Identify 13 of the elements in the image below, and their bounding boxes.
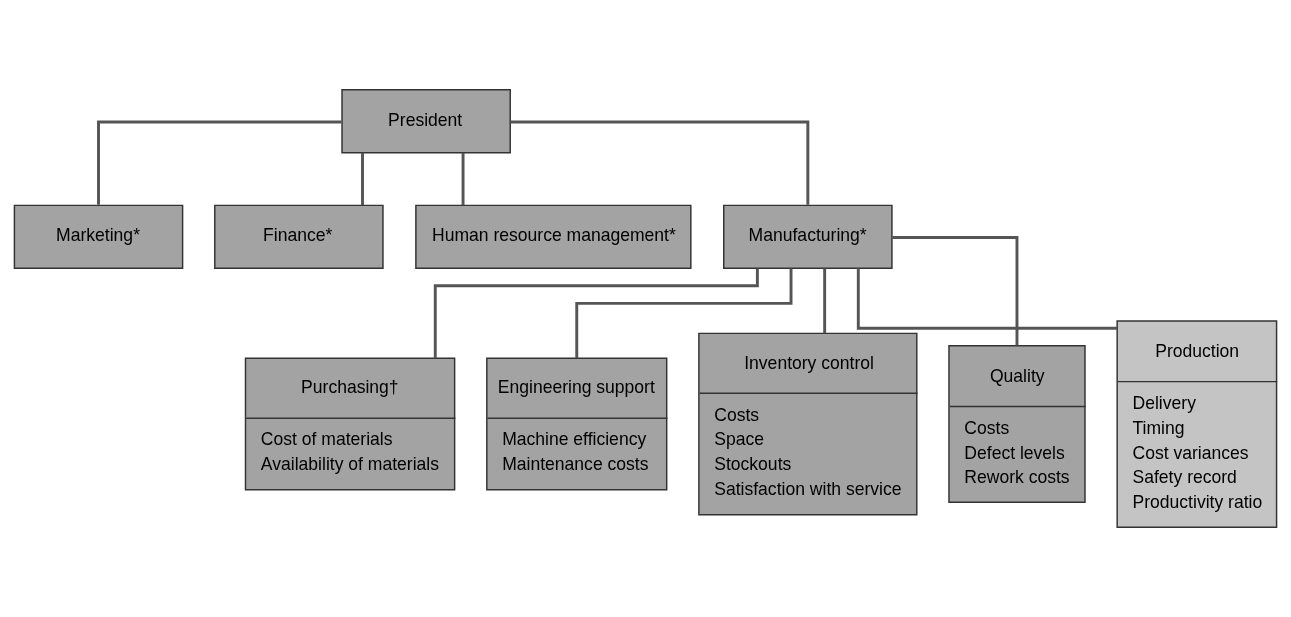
connector [361, 152, 364, 206]
node-box: President [341, 89, 511, 154]
node-box: Manufacturing* [723, 204, 893, 269]
connector [823, 268, 827, 334]
connector [575, 268, 793, 359]
connector [856, 268, 1118, 330]
connector [461, 152, 465, 206]
connector [892, 236, 1019, 346]
connector [97, 120, 342, 205]
node-box: Marketing* [13, 204, 184, 269]
node-box: Human resource management* [415, 204, 692, 269]
connector [510, 120, 810, 205]
node-box: Finance* [214, 204, 384, 269]
